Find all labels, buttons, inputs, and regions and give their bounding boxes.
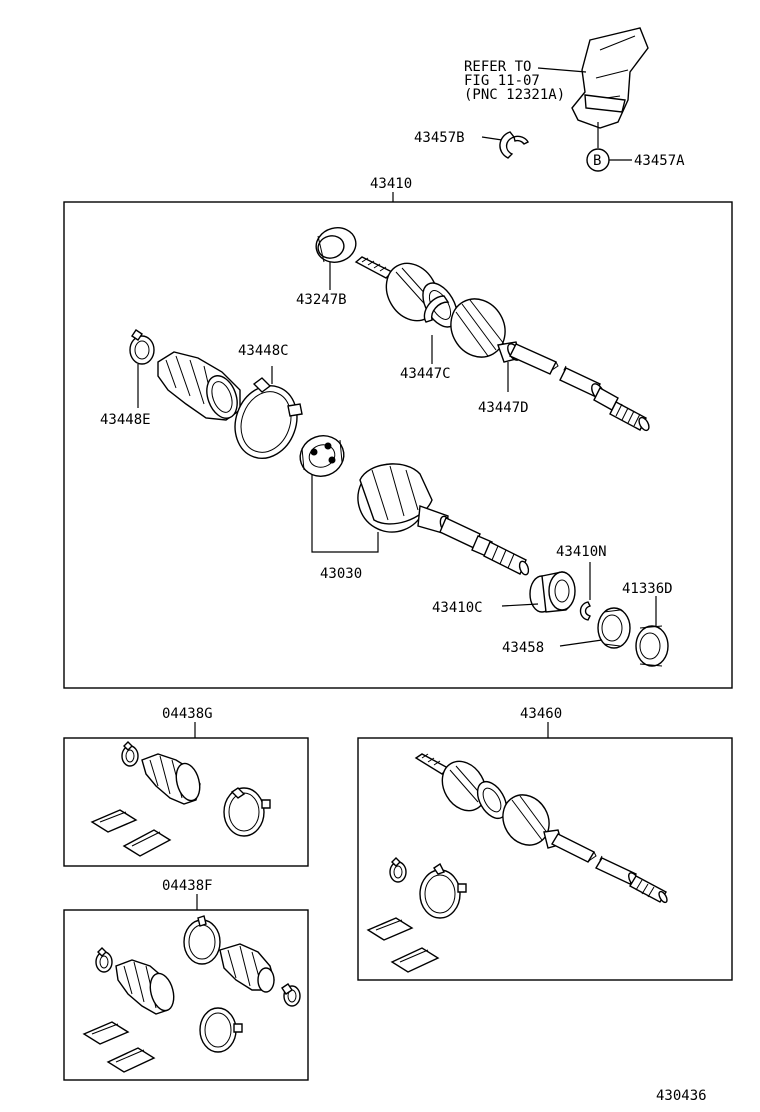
label-43448C[interactable]: 43448C bbox=[238, 343, 289, 359]
bearing-43410C bbox=[529, 571, 576, 613]
clamp-43448C bbox=[234, 377, 303, 459]
label-43458[interactable]: 43458 bbox=[502, 640, 544, 656]
label-04438F[interactable]: 04438F bbox=[162, 878, 213, 894]
figure-number: 430436 bbox=[656, 1088, 707, 1104]
label-43410[interactable]: 43410 bbox=[370, 176, 412, 192]
kit-04438G-parts bbox=[90, 741, 271, 857]
kit-04438F-parts bbox=[82, 915, 301, 1073]
label-43410C[interactable]: 43410C bbox=[432, 600, 483, 616]
label-43447D[interactable]: 43447D bbox=[478, 400, 529, 416]
boot bbox=[157, 351, 241, 421]
clip-43457B bbox=[499, 131, 529, 159]
label-43457B[interactable]: 43457B bbox=[414, 130, 465, 146]
kit-box-04438G bbox=[63, 737, 309, 867]
ball-cage bbox=[299, 435, 345, 477]
drive-shaft-43460 bbox=[414, 753, 668, 904]
label-43447C[interactable]: 43447C bbox=[400, 366, 451, 382]
refer-note-line-1: REFER TO bbox=[464, 59, 531, 75]
snap-ring-43410N bbox=[579, 601, 591, 621]
clamp-43448E bbox=[129, 329, 155, 365]
ring-43247B bbox=[315, 227, 357, 263]
assembly-box-43410 bbox=[63, 201, 733, 689]
callout-b-letter: B bbox=[593, 153, 601, 169]
label-43457A[interactable]: 43457A bbox=[634, 153, 685, 169]
assembly-box-43460 bbox=[357, 737, 733, 981]
refer-note-line-3: (PNC 12321A) bbox=[464, 87, 565, 103]
upper-drive-shaft bbox=[354, 256, 650, 432]
label-43460[interactable]: 43460 bbox=[520, 706, 562, 722]
kit-box-04438F bbox=[63, 909, 309, 1081]
refer-note-line-2: FIG 11-07 bbox=[464, 73, 540, 89]
label-41336D[interactable]: 41336D bbox=[622, 581, 673, 597]
label-43030[interactable]: 43030 bbox=[320, 566, 362, 582]
label-04438G[interactable]: 04438G bbox=[162, 706, 213, 722]
label-43247B[interactable]: 43247B bbox=[296, 292, 347, 308]
outer-cv-joint bbox=[357, 463, 530, 576]
bracket-reference-illustration bbox=[571, 27, 649, 129]
seal-41336D bbox=[635, 625, 669, 667]
seal-43458 bbox=[597, 607, 631, 649]
kit-43460-parts bbox=[366, 857, 467, 973]
label-43410N[interactable]: 43410N bbox=[556, 544, 607, 560]
label-43448E[interactable]: 43448E bbox=[100, 412, 151, 428]
